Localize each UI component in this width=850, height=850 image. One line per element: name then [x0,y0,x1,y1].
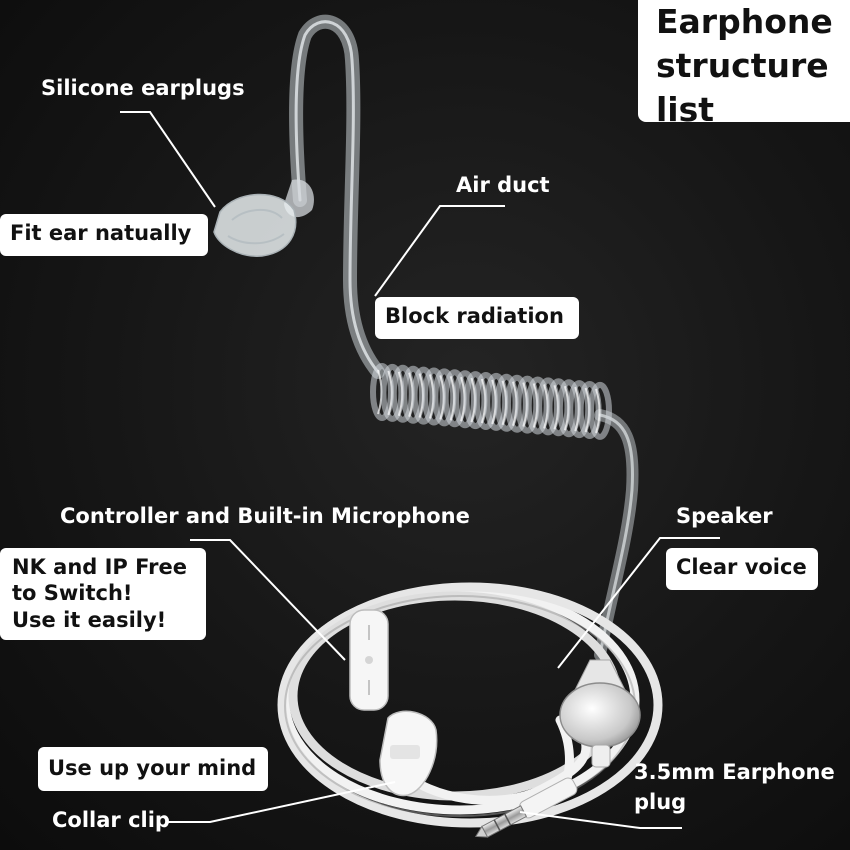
title-box: Earphone structure list [638,0,850,129]
silicone-earplug [213,179,314,257]
label-silicone-earplugs: Silicone earplugs [41,76,245,100]
speaker [559,659,641,768]
coil-highlight [595,388,601,434]
audio-plug [474,777,578,838]
callout-block-radiation: Block radiation [375,297,579,339]
callout-nk-ip-line-2: to Switch! [12,581,133,606]
label-controller: Controller and Built-in Microphone [60,504,470,528]
callout-fit-ear: Fit ear natually [0,214,208,256]
leader-line-collar-clip [168,781,396,823]
callout-use-up-your-mind: Use up your mind [38,747,268,791]
label-air-duct: Air duct [456,173,550,197]
coiled-air-tube [370,363,612,440]
label-plug-line-1: 3.5mm Earphone [634,760,835,784]
callout-clear-voice: Clear voice [666,548,818,590]
controller-microphone [349,609,389,711]
leader-line-controller [190,539,346,661]
callout-nk-ip-free: NK and IP Free to Switch! Use it easily! [0,548,206,640]
leader-line-speaker [557,537,720,669]
title-line-2: structure [656,46,829,85]
label-plug-line-2: plug [634,790,687,814]
air-tube [289,14,639,661]
coil-loop [588,381,612,440]
label-earphone-plug: 3.5mm Earphone plug [634,757,835,817]
leader-line-plug [519,811,682,829]
leader-line-silicone [120,111,216,208]
collar-clip [379,710,438,797]
label-speaker: Speaker [676,504,773,528]
callout-nk-ip-line-1: NK and IP Free [12,555,187,579]
label-collar-clip: Collar clip [52,808,170,832]
title-line-1: Earphone [656,2,833,41]
title-line-3: list [656,90,715,129]
leader-line-air-duct [374,205,505,297]
leader-lines [120,111,720,829]
callout-nk-ip-line-3: Use it easily! [12,607,167,632]
